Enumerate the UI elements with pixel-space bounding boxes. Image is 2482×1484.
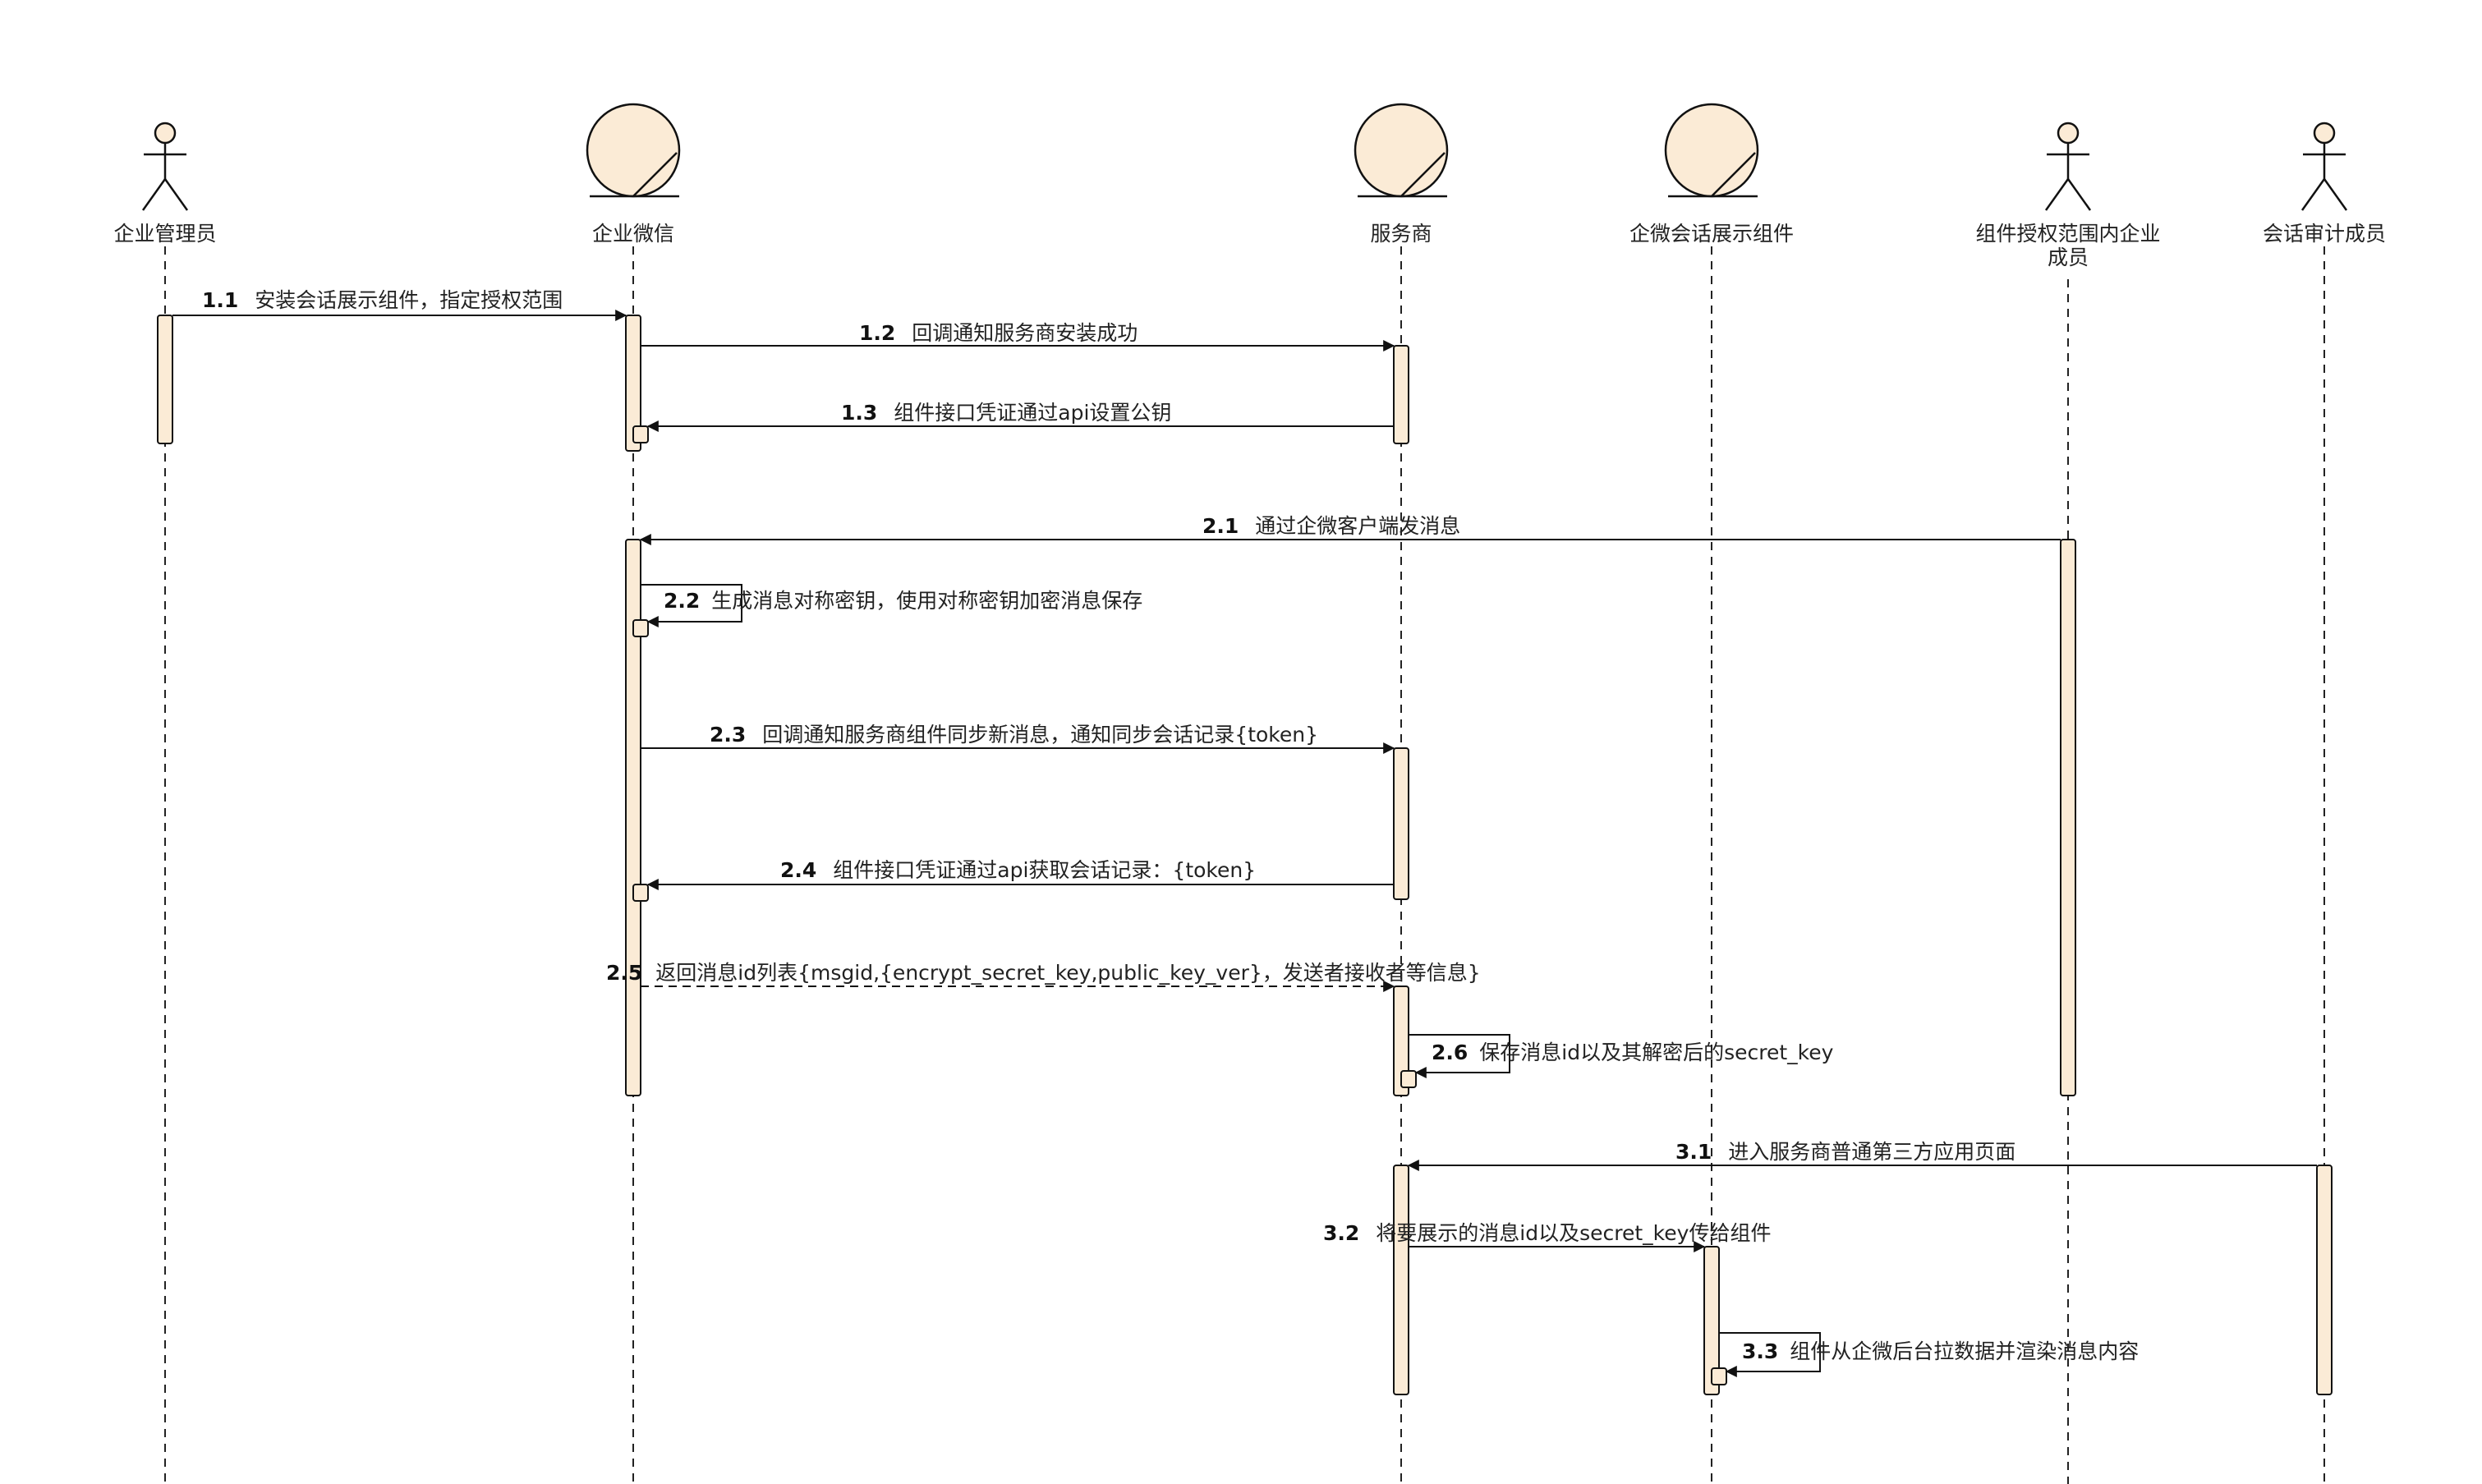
activation-bar	[1393, 986, 1409, 1096]
self-message-arrow	[1409, 1034, 1510, 1078]
stick-figure-icon	[2044, 122, 2092, 211]
self-activation	[632, 884, 649, 902]
self-activation	[1400, 1070, 1417, 1088]
participant-label: 组件授权范围内企业	[1975, 222, 2160, 246]
self-activation	[632, 619, 649, 637]
participant-label: 企业管理员	[113, 222, 216, 246]
activation-bar	[1703, 1246, 1720, 1395]
participant-provider: 服务商	[1354, 103, 1449, 246]
participant-member: 组件授权范围内企业 成员	[1975, 122, 2161, 269]
participant-auditor: 会话审计成员	[2263, 122, 2386, 246]
self-message-arrow	[641, 584, 742, 627]
participant-component: 企微会话展示组件	[1629, 103, 1794, 246]
activation-bar	[2316, 1165, 2333, 1395]
activation-bar	[1393, 345, 1409, 444]
participant-wecom: 企业微信	[586, 103, 681, 246]
activations	[157, 315, 2333, 1395]
activation-bar	[2060, 539, 2076, 1096]
messages	[172, 310, 2317, 1377]
activation-bar	[625, 315, 641, 452]
entity-icon	[1354, 103, 1449, 198]
stick-figure-icon	[141, 122, 189, 211]
participant-label-line2: 成员	[2048, 246, 2089, 269]
activation-bar	[625, 539, 641, 1096]
self-message-arrow	[1719, 1332, 1821, 1377]
participant-label: 服务商	[1370, 222, 1432, 246]
activation-bar	[1393, 1165, 1409, 1395]
stick-figure-icon	[2300, 122, 2348, 211]
participant-label: 企业微信	[592, 222, 674, 246]
activation-bar	[1393, 747, 1409, 900]
entity-icon	[1664, 103, 1759, 198]
activation-bar	[157, 315, 173, 444]
self-activation	[1711, 1367, 1727, 1385]
entity-icon	[586, 103, 681, 198]
participant-admin: 企业管理员	[113, 122, 217, 246]
self-activation	[632, 425, 649, 443]
participant-label: 企微会话展示组件	[1629, 222, 1794, 246]
participant-label: 会话审计成员	[2263, 222, 2386, 246]
